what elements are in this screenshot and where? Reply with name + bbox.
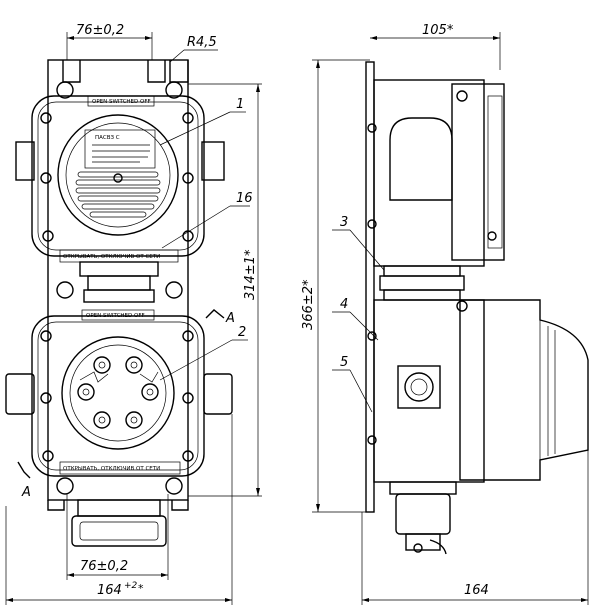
upper-top-plate	[87, 95, 155, 107]
side-bottom-gland	[395, 493, 451, 535]
lower-face-ring	[61, 336, 175, 450]
front-height-text: 314±1*	[243, 249, 258, 300]
nameplate-title: ПАСВЗ С	[95, 135, 120, 141]
top-hole-spacing-dimension: 76±0,2	[66, 23, 153, 60]
side-coupling-bottom	[383, 289, 461, 301]
mid-right-mount-hole	[165, 281, 183, 299]
side-coupling-top	[383, 265, 461, 277]
side-upper-cover	[451, 83, 505, 261]
side-height-dimension: 366±2*	[301, 59, 370, 513]
bottom-lug-right	[171, 500, 189, 511]
mid-left-mount-hole	[56, 281, 74, 299]
bottom-left-mount-hole	[56, 477, 74, 495]
side-view: 105* 366±2*	[301, 23, 589, 605]
leader-2: 2	[159, 325, 248, 381]
lower-right-gland	[203, 373, 233, 415]
lower-left-gland	[5, 373, 35, 415]
top-left-mount-hole	[56, 81, 74, 99]
mounting-strip	[47, 59, 189, 501]
side-bottom-cable	[429, 539, 447, 555]
lower-screws	[40, 330, 194, 462]
bottom-hole-spacing-text: 76±0,2	[80, 559, 128, 574]
front-width-dimension: 164 +2 *	[5, 414, 233, 605]
side-lower-cover	[459, 299, 589, 481]
bottom-lug-left	[47, 500, 65, 511]
lower-bottom-plate	[59, 461, 181, 475]
side-upper-screws	[367, 90, 497, 241]
slot-radius-dimension: R4,5	[169, 35, 218, 63]
leader-16: 16	[161, 191, 253, 249]
upper-left-stub	[15, 141, 35, 181]
side-width-dimension: 164	[361, 450, 589, 605]
upper-screws	[40, 112, 194, 242]
side-mounting-plate	[365, 61, 375, 513]
side-depth-text: 105*	[422, 23, 454, 38]
side-bottom-nut	[389, 481, 457, 495]
lower-enclosure-lid	[37, 321, 199, 471]
side-depth-dimension: 105*	[370, 23, 501, 70]
side-gland-circle	[404, 372, 434, 402]
vent-slots	[75, 171, 161, 218]
front-view: 76±0,2 R4,5	[5, 23, 262, 605]
nameplate	[84, 129, 156, 169]
side-height-text: 366±2*	[301, 279, 316, 330]
leader-5: 5	[332, 355, 373, 413]
front-width-tolerance: +2	[124, 581, 138, 591]
top-lug-right	[169, 60, 189, 83]
section-mark-bottom-text: A	[21, 485, 31, 500]
upper-top-plate-text: OPEN SWITCHED OFF	[92, 99, 151, 105]
lower-top-plate	[81, 309, 155, 321]
front-width-text: 164	[97, 583, 122, 598]
coupling-nut-upper	[79, 261, 159, 277]
side-upper-boss	[389, 117, 453, 201]
leader-1-text: 1	[236, 97, 244, 112]
upper-bottom-plate-text: ОТКРЫВАТЬ, ОТКЛЮЧИВ ОТ СЕТИ	[63, 254, 160, 260]
bottom-gland-nut	[77, 499, 161, 517]
leader-4: 4	[332, 297, 379, 341]
bottom-gland-body	[71, 515, 167, 547]
upper-face-ring	[57, 114, 179, 236]
top-hole-spacing-text: 76±0,2	[76, 23, 124, 38]
front-width-star: *	[138, 582, 144, 595]
upper-face-inner-ring	[65, 122, 171, 228]
leader-5-text: 5	[340, 355, 348, 370]
leader-1: 1	[159, 97, 246, 146]
leader-16-text: 16	[236, 191, 253, 206]
section-mark-bottom: A	[17, 461, 31, 500]
top-lug-mid	[147, 60, 166, 83]
center-stud-icon	[113, 173, 123, 183]
upper-right-stub	[201, 141, 225, 181]
leader-2-text: 2	[238, 325, 246, 340]
upper-enclosure-lid	[37, 101, 199, 251]
lower-bottom-plate-text: ОТКРЫВАТЬ, ОТКЛЮЧИВ ОТ СЕТИ	[63, 466, 160, 472]
coupling-body	[87, 275, 151, 291]
lower-top-plate-text: OPEN SWITCHED OFF	[86, 313, 145, 319]
top-right-mount-hole	[165, 81, 183, 99]
side-gland-nut	[397, 365, 441, 409]
slot-radius-text: R4,5	[187, 35, 217, 50]
lower-enclosure	[31, 315, 205, 477]
top-lug-left	[62, 60, 81, 83]
side-lower-housing	[373, 299, 485, 483]
side-width-text: 164	[464, 583, 489, 598]
side-coupling-mid	[379, 275, 465, 291]
side-lower-screws	[367, 300, 468, 445]
leader-4-text: 4	[340, 297, 348, 312]
bottom-hole-spacing-dimension: 76±0,2	[66, 494, 169, 580]
leader-3: 3	[332, 215, 385, 271]
leader-3-text: 3	[340, 215, 348, 230]
terminal-studs	[77, 356, 159, 429]
side-bottom-connector	[405, 533, 441, 551]
front-height-dimension: 314±1*	[188, 83, 262, 497]
section-mark-top: A	[205, 309, 235, 326]
bottom-right-mount-hole	[165, 477, 183, 495]
section-mark-top-text: A	[225, 311, 235, 326]
lower-face-inner-ring	[69, 344, 167, 442]
coupling-nut-lower	[83, 289, 155, 303]
